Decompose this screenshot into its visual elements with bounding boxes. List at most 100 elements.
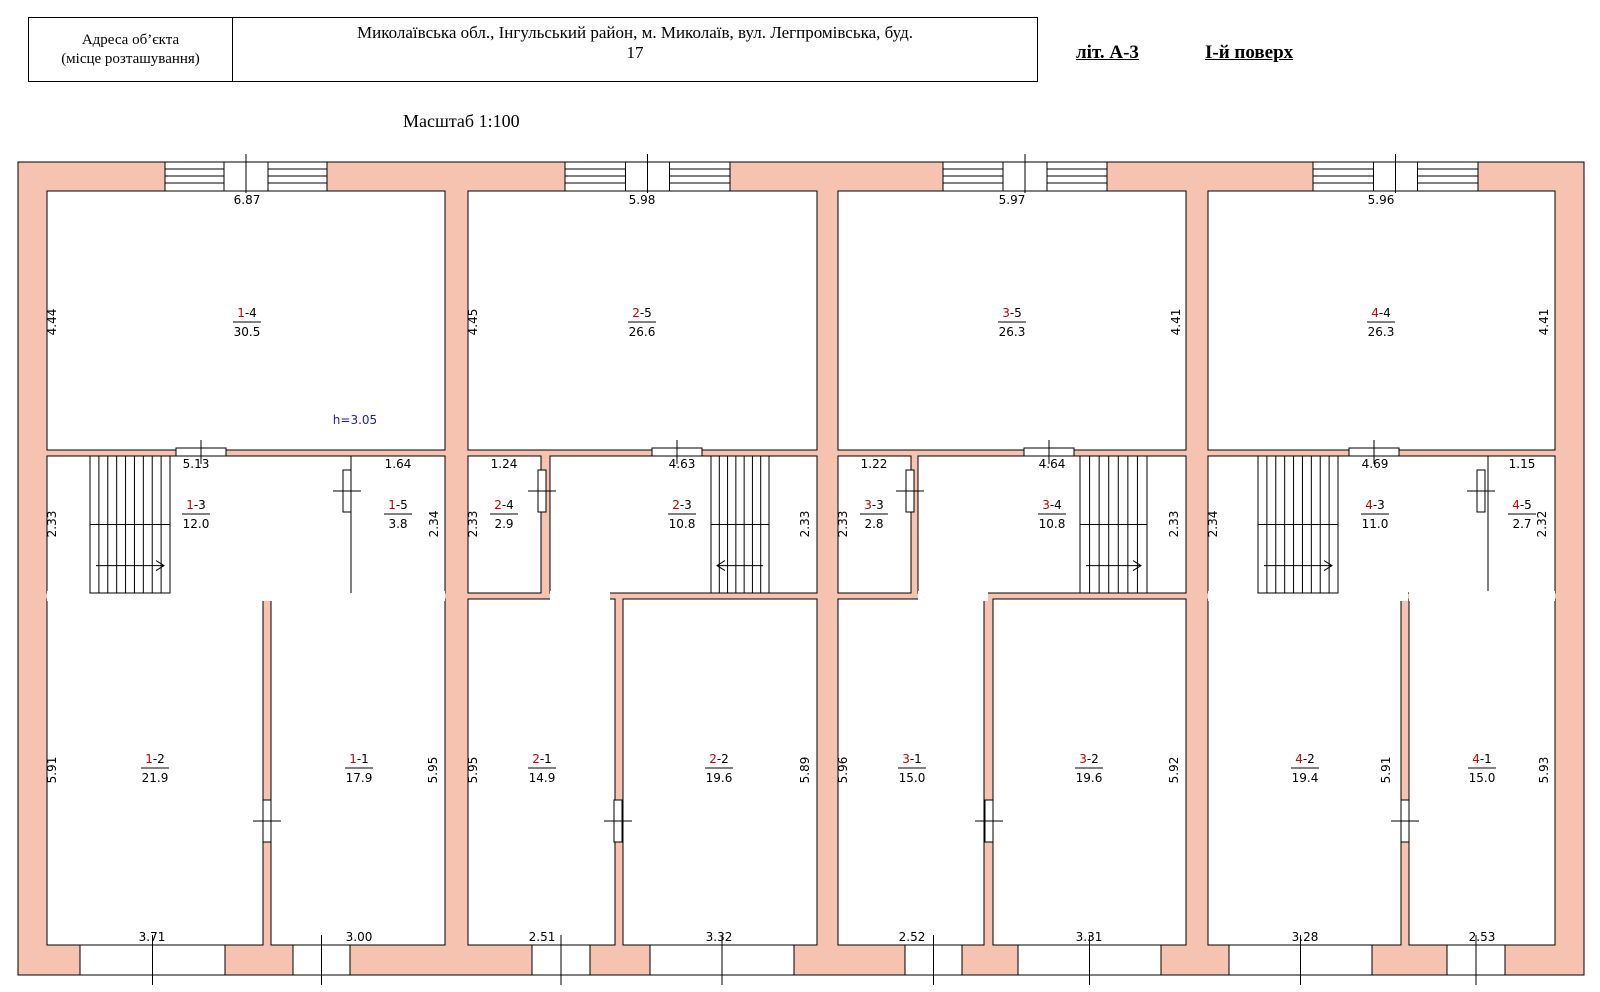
- room-number-3-5: 3-5: [1002, 306, 1022, 320]
- wall-opening: [918, 591, 988, 601]
- dimension-label: 5.96: [1368, 193, 1395, 207]
- dimension-label: 1.64: [385, 457, 412, 471]
- dimension-label: 5.96: [836, 757, 850, 784]
- room-3-2: [992, 598, 1187, 946]
- room-1-2: [46, 598, 264, 946]
- room-number-4-2: 4-2: [1295, 752, 1315, 766]
- address-label-cell: Адреса об’єкта (місце розташування): [29, 18, 233, 81]
- stair-arrow-head: [1323, 560, 1333, 572]
- room-area: 30.5: [234, 325, 261, 339]
- dimension-label: 2.52: [899, 930, 926, 944]
- room-2-3: [549, 455, 818, 594]
- room-4-2: [1207, 598, 1402, 946]
- dimension-label: 5.13: [183, 457, 210, 471]
- dimension-label: 2.33: [45, 511, 59, 538]
- room-area: 21.9: [142, 771, 169, 785]
- floor-label: I-й поверх: [1205, 42, 1294, 63]
- dimension-label: 2.34: [427, 511, 441, 538]
- room-number-2-5: 2-5: [632, 306, 652, 320]
- room-area: 19.6: [1076, 771, 1103, 785]
- room-area: 19.4: [1292, 771, 1319, 785]
- dimension-label: 2.32: [1535, 511, 1549, 538]
- room-number-4-5: 4-5: [1512, 498, 1532, 512]
- room-number-3-3: 3-3: [864, 498, 884, 512]
- dimension-label: 2.33: [466, 511, 480, 538]
- room-number-1-5: 1-5: [388, 498, 408, 512]
- dimension-label: 3.00: [346, 930, 373, 944]
- room-number-3-1: 3-1: [902, 752, 922, 766]
- room-area: 12.0: [183, 517, 210, 531]
- address-building-number: 17: [626, 43, 644, 62]
- dimension-label: 4.45: [466, 309, 480, 336]
- dimension-label: 2.51: [529, 930, 556, 944]
- room-number-1-4: 1-4: [237, 306, 257, 320]
- room-number-2-3: 2-3: [672, 498, 692, 512]
- room-number-3-4: 3-4: [1042, 498, 1062, 512]
- stair-arrow-head: [1132, 560, 1142, 572]
- dimension-label: 5.91: [45, 757, 59, 784]
- room-2-2: [622, 598, 818, 946]
- room-area: 19.6: [706, 771, 733, 785]
- address-value-cell: Миколаївська обл., Інгульський район, м.…: [233, 18, 1037, 81]
- wall-opening: [1409, 591, 1555, 601]
- room-number-2-2: 2-2: [709, 752, 729, 766]
- room-4-5: [1487, 455, 1556, 594]
- dimension-label: 2.33: [1167, 511, 1181, 538]
- room-number-2-1: 2-1: [532, 752, 552, 766]
- room-4-4: [1207, 190, 1556, 451]
- dimension-label: 3.71: [139, 930, 166, 944]
- stair-arrow-head: [716, 560, 726, 572]
- room-4-3: [1207, 455, 1491, 594]
- room-number-1-2: 1-2: [145, 752, 165, 766]
- dimension-label: 4.41: [1169, 309, 1183, 336]
- dimension-label: 1.22: [861, 457, 888, 471]
- wall-opening: [47, 591, 445, 601]
- room-area: 26.3: [1368, 325, 1395, 339]
- room-area: 15.0: [899, 771, 926, 785]
- room-number-4-4: 4-4: [1371, 306, 1391, 320]
- dimension-label: 2.34: [1206, 511, 1220, 538]
- dimension-label: 5.89: [798, 757, 812, 784]
- dimension-label: 3.32: [706, 930, 733, 944]
- room-1-1: [270, 598, 446, 946]
- room-area: 17.9: [346, 771, 373, 785]
- room-number-1-1: 1-1: [349, 752, 369, 766]
- dimension-label: 1.15: [1509, 457, 1536, 471]
- dimension-label: 2.33: [798, 511, 812, 538]
- dimension-label: 4.63: [669, 457, 696, 471]
- address-label-sub: (місце розташування): [61, 50, 200, 67]
- stair-arrow-head: [155, 560, 165, 572]
- dimension-label: 2.33: [836, 511, 850, 538]
- dimension-label: 4.69: [1362, 457, 1389, 471]
- dimension-label: 4.41: [1537, 309, 1551, 336]
- address-value: Миколаївська обл., Інгульський район, м.…: [357, 23, 913, 42]
- room-2-5: [467, 190, 818, 451]
- room-3-1: [837, 598, 985, 946]
- room-area: 3.8: [388, 517, 407, 531]
- address-table: Адреса об’єкта (місце розташування) Мико…: [28, 17, 1038, 82]
- room-number-3-2: 3-2: [1079, 752, 1099, 766]
- room-area: 26.6: [629, 325, 656, 339]
- room-4-1: [1408, 598, 1556, 946]
- dimension-label: 5.98: [629, 193, 656, 207]
- lit-label: літ. А-3: [1076, 42, 1139, 63]
- dimension-label: 4.64: [1039, 457, 1066, 471]
- wall-opening: [1208, 591, 1408, 601]
- room-area: 10.8: [669, 517, 696, 531]
- dimension-label: 2.53: [1469, 930, 1496, 944]
- room-2-1: [467, 598, 616, 946]
- room-2-4: [467, 455, 542, 594]
- room-area: 11.0: [1362, 517, 1389, 531]
- scale-label: Масштаб 1:100: [403, 111, 520, 131]
- room-3-5: [837, 190, 1187, 451]
- dimension-label: 5.95: [426, 757, 440, 784]
- room-area: 2.9: [494, 517, 513, 531]
- room-3-3: [837, 455, 912, 594]
- ceiling-height-label: h=3.05: [333, 413, 377, 427]
- dimension-label: 3.31: [1076, 930, 1103, 944]
- dimension-label: 5.93: [1537, 757, 1551, 784]
- dimension-label: 4.44: [45, 309, 59, 336]
- room-area: 15.0: [1469, 771, 1496, 785]
- dimension-label: 3.28: [1292, 930, 1319, 944]
